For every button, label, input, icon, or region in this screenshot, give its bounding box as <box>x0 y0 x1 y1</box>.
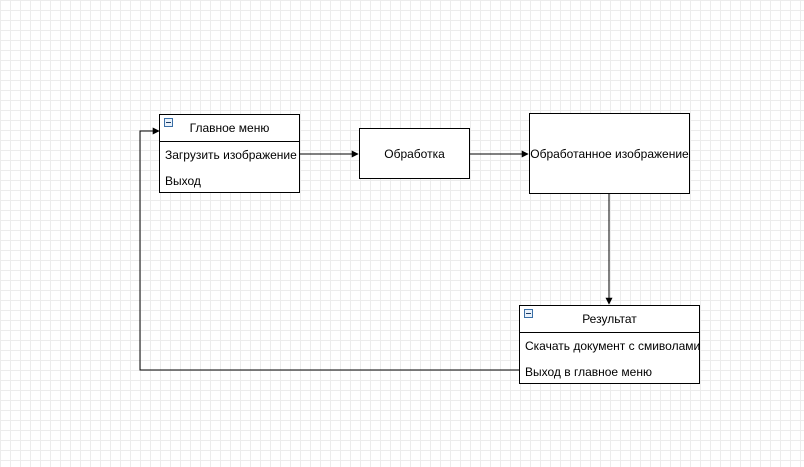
result-item-download-document[interactable]: Скачать документ с смиволами <box>525 339 699 353</box>
collapse-icon[interactable] <box>524 309 533 318</box>
processing-label: Обработка <box>384 146 445 161</box>
result-title: Результат <box>582 312 637 326</box>
result-header[interactable]: Результат <box>520 306 699 333</box>
node-main-menu[interactable]: Главное меню Загрузить изображение Выход <box>159 114 300 193</box>
result-item-back-to-main-menu[interactable]: Выход в главное меню <box>525 365 652 379</box>
node-processed-image[interactable]: Обработанное изображение <box>529 113 690 194</box>
main-menu-header[interactable]: Главное меню <box>160 115 299 142</box>
main-menu-item-load-image[interactable]: Загрузить изображение <box>165 148 297 162</box>
collapse-icon[interactable] <box>164 118 173 127</box>
node-result[interactable]: Результат Скачать документ с смиволами В… <box>519 305 700 384</box>
processed-image-label: Обработанное изображение <box>530 146 689 161</box>
main-menu-title: Главное меню <box>189 121 270 135</box>
node-processing[interactable]: Обработка <box>359 128 470 179</box>
main-menu-item-exit[interactable]: Выход <box>165 174 201 188</box>
